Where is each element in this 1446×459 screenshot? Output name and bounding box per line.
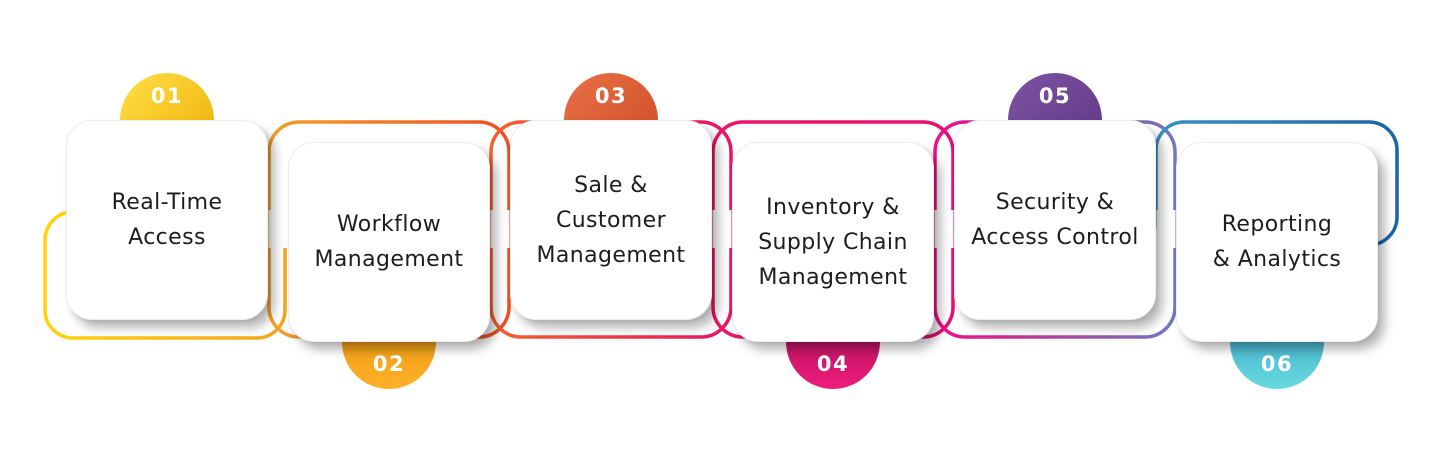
step-number: 04 [816, 352, 850, 376]
step-number: 01 [150, 84, 184, 108]
step-number: 06 [1260, 352, 1294, 376]
step-number: 03 [594, 84, 628, 108]
step-card-security-access: Security & Access Control [954, 120, 1156, 320]
step-card-sale-customer: Sale & Customer Management [510, 120, 712, 320]
step-title: Reporting & Analytics [1212, 212, 1342, 272]
step-title: Security & Access Control [971, 190, 1139, 250]
step-title: Workflow Management [314, 212, 464, 272]
step-title: Sale & Customer Management [536, 172, 686, 268]
step-card-reporting-analytics: Reporting & Analytics [1176, 142, 1378, 342]
step-number: 02 [372, 352, 406, 376]
step-card-real-time-access: Real-Time Access [66, 120, 268, 320]
step-number: 05 [1038, 84, 1072, 108]
step-title: Real-Time Access [111, 190, 223, 250]
step-card-inventory-supply: Inventory & Supply Chain Management [732, 142, 934, 342]
step-card-workflow-management: Workflow Management [288, 142, 490, 342]
step-title: Inventory & Supply Chain Management [758, 194, 908, 290]
